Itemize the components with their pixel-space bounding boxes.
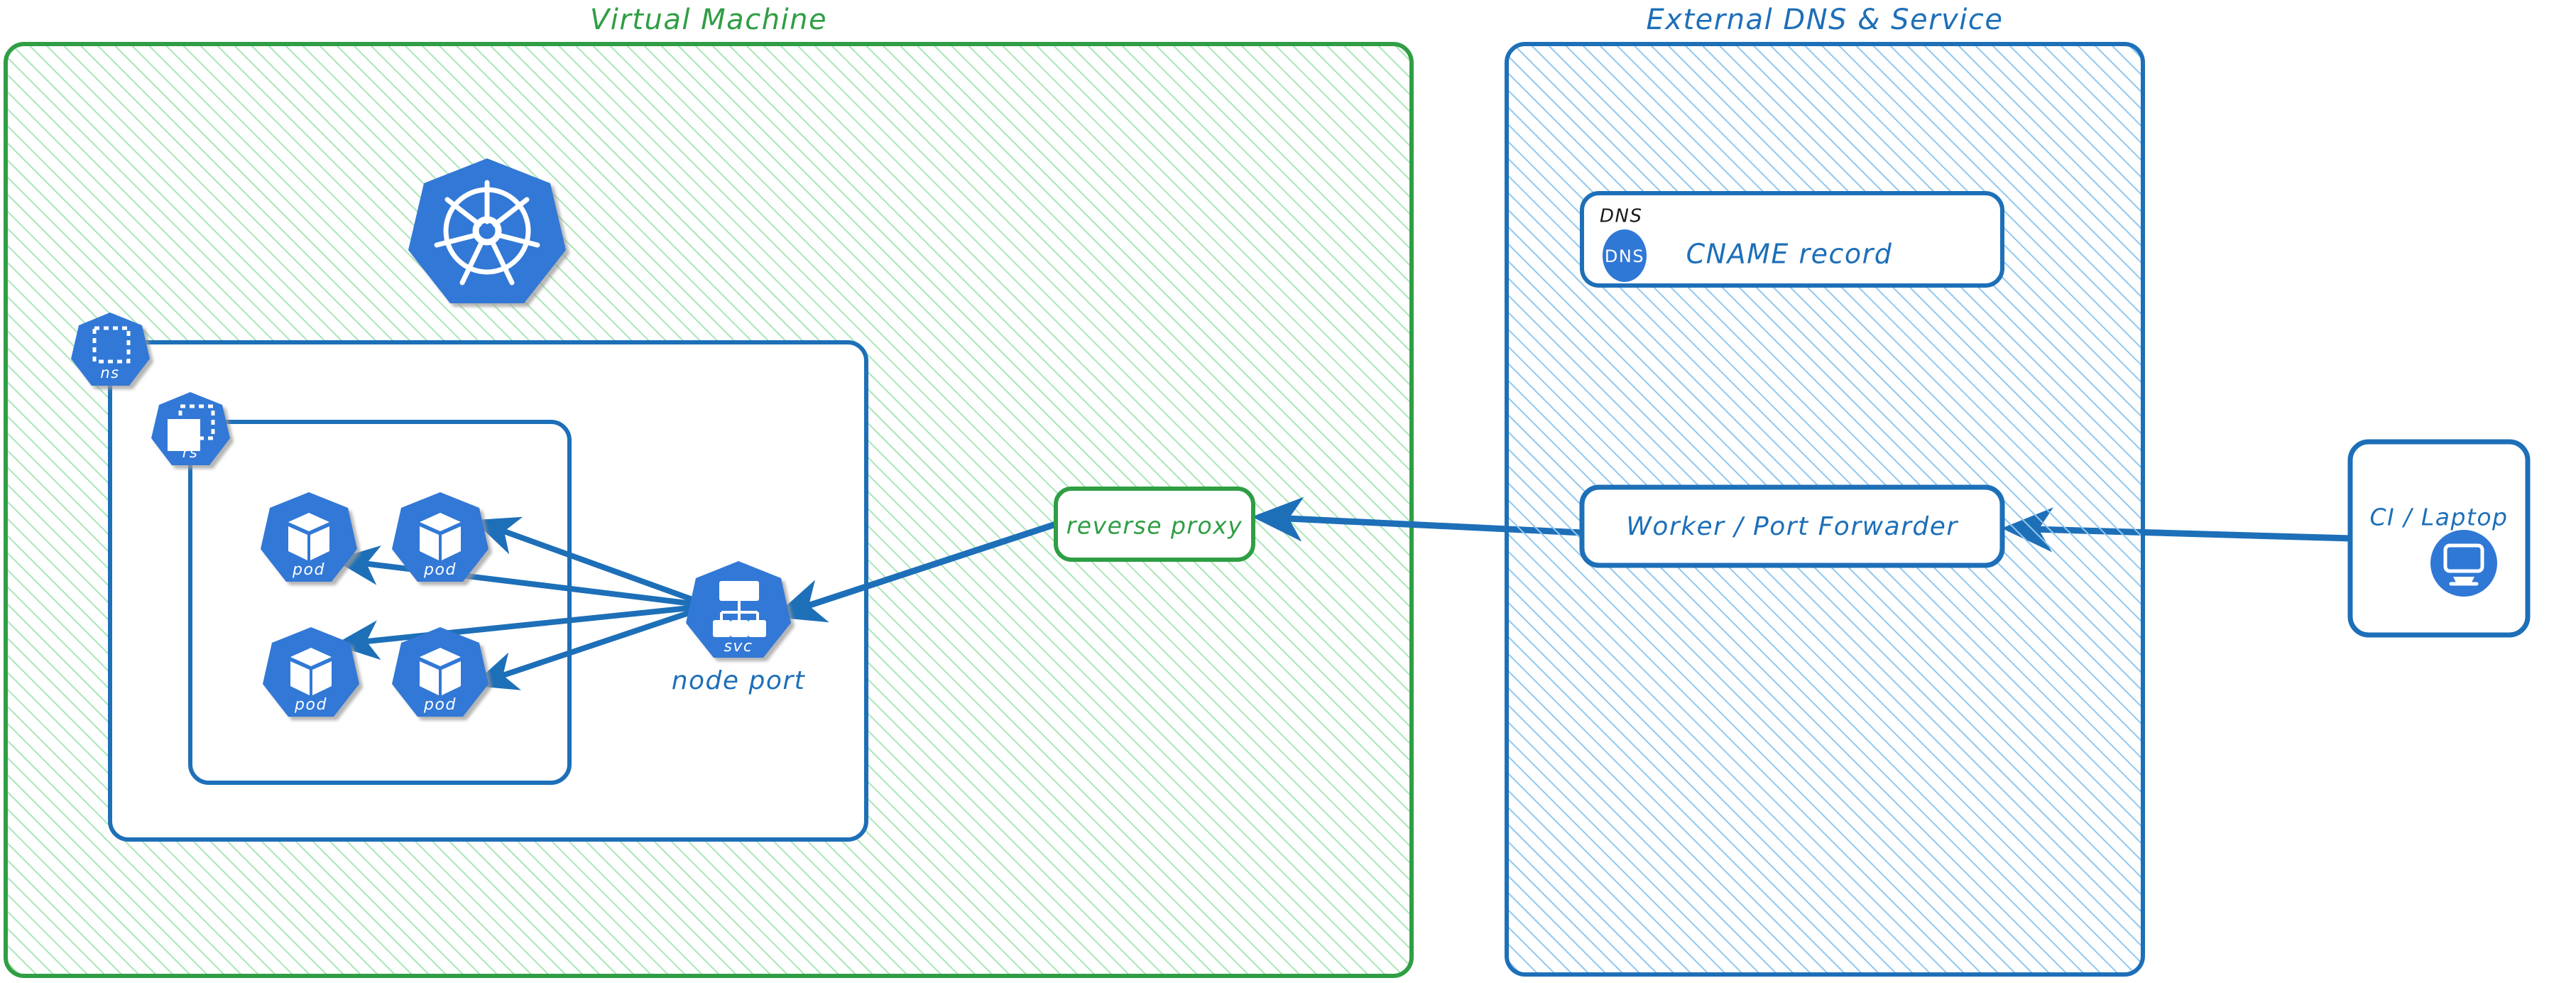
panel-virtual-machine-title: Virtual Machine [590,4,827,36]
pod-label: pod [292,561,325,579]
service-caption: node port [672,666,806,695]
worker-port-forwarder-label: Worker / Port Forwarder [1626,512,1958,541]
replicaset-badge-label: rs [182,444,199,461]
desktop-monitor-icon [2430,530,2497,597]
arrow-reverse-proxy-to-service [773,521,1057,623]
reverse-proxy-box[interactable]: reverse proxy [1054,487,1255,562]
pod-cube-icon [290,648,332,695]
pod-cube-icon [288,513,329,560]
worker-port-forwarder-body [1579,484,2005,568]
worker-port-forwarder-box[interactable]: Worker / Port Forwarder [1579,484,2005,568]
service-to-pod-arrows [334,516,711,690]
ci-laptop-label: CI / Laptop [2369,504,2508,531]
pod-label: pod [423,696,457,714]
service-tree-icon [713,581,766,637]
pod-1[interactable]: pod [261,492,357,582]
arrow-svc-to-pod-2 [473,516,711,609]
kubernetes-logo-heptagon [408,158,566,303]
pod-heptagon [263,627,359,717]
pod-heptagon [392,627,489,717]
namespace-badge-dashed-square [92,326,131,364]
pod-label: pod [423,561,457,579]
dns-badge-icon [1603,229,1647,282]
kubernetes-logo [408,158,566,303]
dns-badge-label: DNS [1605,246,1644,266]
pod-cube-icon [420,648,461,695]
namespace-badge-label: ns [100,364,119,381]
service-icon[interactable]: svc [686,561,791,658]
dns-card-corner-label: DNS [1600,206,1642,227]
replicaset-box[interactable] [188,420,572,785]
replicaset-badge[interactable]: rs [151,392,230,465]
reverse-proxy-label: reverse proxy [1066,512,1243,540]
namespace-badge-heptagon [71,313,150,386]
pod-4[interactable]: pod [392,627,489,717]
panel-external-dns-service-title: External DNS & Service [1647,4,2004,36]
namespace-badge[interactable]: ns [71,313,150,386]
ci-laptop-box[interactable]: CI / Laptop [2347,439,2531,638]
dns-card-title: CNAME record [1686,239,1893,270]
pod-label: pod [294,696,327,714]
pod-3[interactable]: pod [263,627,359,717]
ci-laptop-box-body [2347,439,2531,638]
pod-cube-icon [420,513,461,560]
service-label: svc [724,638,753,656]
pod-2[interactable]: pod [392,492,489,582]
replicaset-box-body [188,420,572,785]
reverse-proxy-box-body [1054,487,1255,562]
arrow-svc-to-pod-3 [334,603,711,661]
dns-card[interactable]: DNS DNS CNAME record [1580,191,2004,288]
pod-heptagon [261,492,357,582]
dns-card-body [1580,191,2004,288]
arrow-svc-to-pod-1 [334,545,711,609]
replicaset-badge-solid-square [168,419,200,451]
arrow-svc-to-pod-4 [471,603,711,690]
pod-heptagon [392,492,489,582]
